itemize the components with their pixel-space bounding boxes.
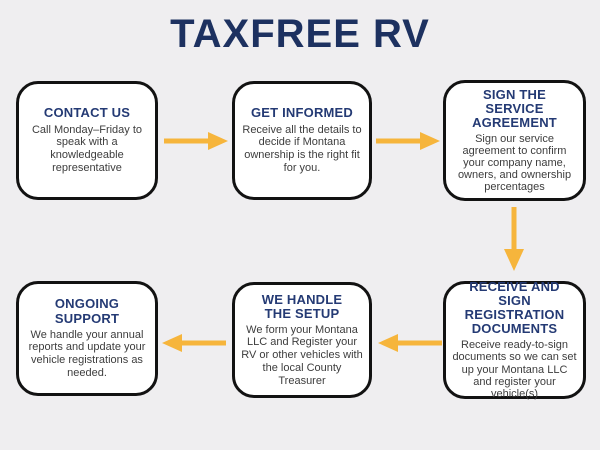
step-body-receive-and-sign-registration-documents: Receive ready-to-sign documents so we ca… bbox=[452, 339, 577, 400]
step-body-contact-us: Call Monday–Friday to speak with a knowl… bbox=[31, 123, 143, 174]
page-title: TAXFREE RV bbox=[170, 12, 430, 56]
step-box-get-informed: GET INFORMED Receive all the details to … bbox=[232, 81, 372, 200]
step-box-sign-the-service-agreement: SIGN THE SERVICE AGREEMENT Sign our serv… bbox=[443, 80, 586, 201]
step-box-contact-us: CONTACT US Call Monday–Friday to speak w… bbox=[16, 81, 158, 200]
step-heading-ongoing-support: ONGOING SUPPORT bbox=[54, 296, 120, 326]
step-box-receive-and-sign-registration-documents: RECEIVE AND SIGN REGISTRATION DOCUMENTS … bbox=[443, 279, 586, 400]
step-box-we-handle-the-setup: WE HANDLE THE SETUP We form your Montana… bbox=[232, 282, 372, 398]
step-heading-sign-the-service-agreement: SIGN THE SERVICE AGREEMENT bbox=[472, 86, 557, 130]
arrow-down-agreement-to-documents-icon bbox=[504, 207, 524, 271]
step-body-we-handle-the-setup: We form your Montana LLC and Register yo… bbox=[241, 323, 363, 387]
step-heading-get-informed: GET INFORMED bbox=[250, 105, 354, 121]
step-heading-we-handle-the-setup: WE HANDLE THE SETUP bbox=[261, 291, 343, 321]
step-body-get-informed: Receive all the details to decide if Mon… bbox=[242, 123, 362, 174]
arrow-left-documents-to-setup-icon bbox=[378, 334, 442, 352]
arrow-left-setup-to-support-icon bbox=[162, 334, 226, 352]
step-heading-contact-us: CONTACT US bbox=[43, 105, 131, 121]
step-box-ongoing-support: ONGOING SUPPORT We handle your annual re… bbox=[16, 281, 158, 396]
step-body-ongoing-support: We handle your annual reports and update… bbox=[28, 328, 146, 379]
arrow-right-contact-to-informed-icon bbox=[164, 132, 228, 150]
arrow-right-informed-to-agreement-icon bbox=[376, 132, 440, 150]
step-heading-receive-and-sign-registration-documents: RECEIVE AND SIGN REGISTRATION DOCUMENTS bbox=[464, 279, 565, 337]
step-body-sign-the-service-agreement: Sign our service agreement to confirm yo… bbox=[457, 132, 572, 194]
